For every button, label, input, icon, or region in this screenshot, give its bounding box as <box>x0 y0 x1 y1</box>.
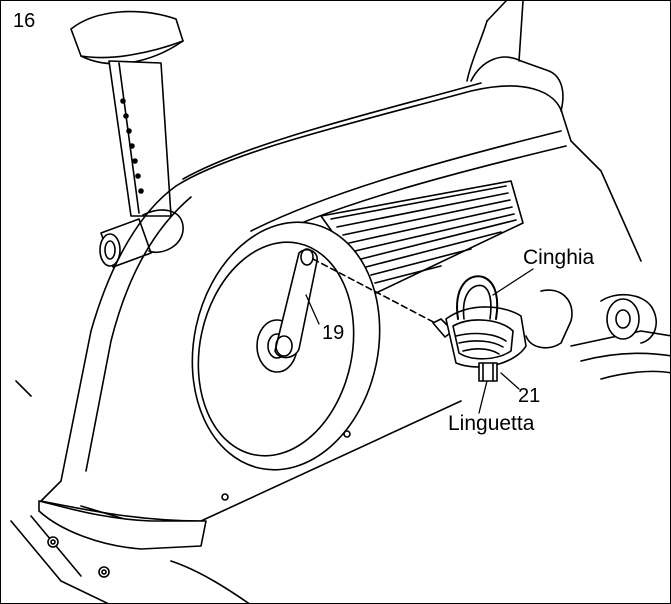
vent-grille <box>320 180 524 294</box>
stabilizer <box>525 289 670 380</box>
callout-strap: Cinghia <box>523 246 595 269</box>
leader-19 <box>305 294 320 325</box>
adjustment-knob <box>99 209 184 268</box>
leader-cinghia <box>492 268 534 296</box>
callout-19: 19 <box>322 322 345 344</box>
main-frame <box>40 82 642 522</box>
tab <box>478 362 498 382</box>
pedal <box>432 275 527 382</box>
base <box>10 380 250 603</box>
leader-lines <box>305 268 534 414</box>
seat <box>70 10 184 65</box>
leader-21 <box>500 372 520 390</box>
callout-tab: Linguetta <box>448 412 535 435</box>
strap <box>456 275 499 320</box>
crank-arm <box>274 248 318 359</box>
alignment-line <box>312 258 442 327</box>
step-number: 16 <box>13 10 36 32</box>
seat-post <box>108 60 172 217</box>
callout-21: 21 <box>518 385 541 407</box>
leader-linguetta <box>478 380 488 414</box>
handlebar-post <box>466 1 564 112</box>
